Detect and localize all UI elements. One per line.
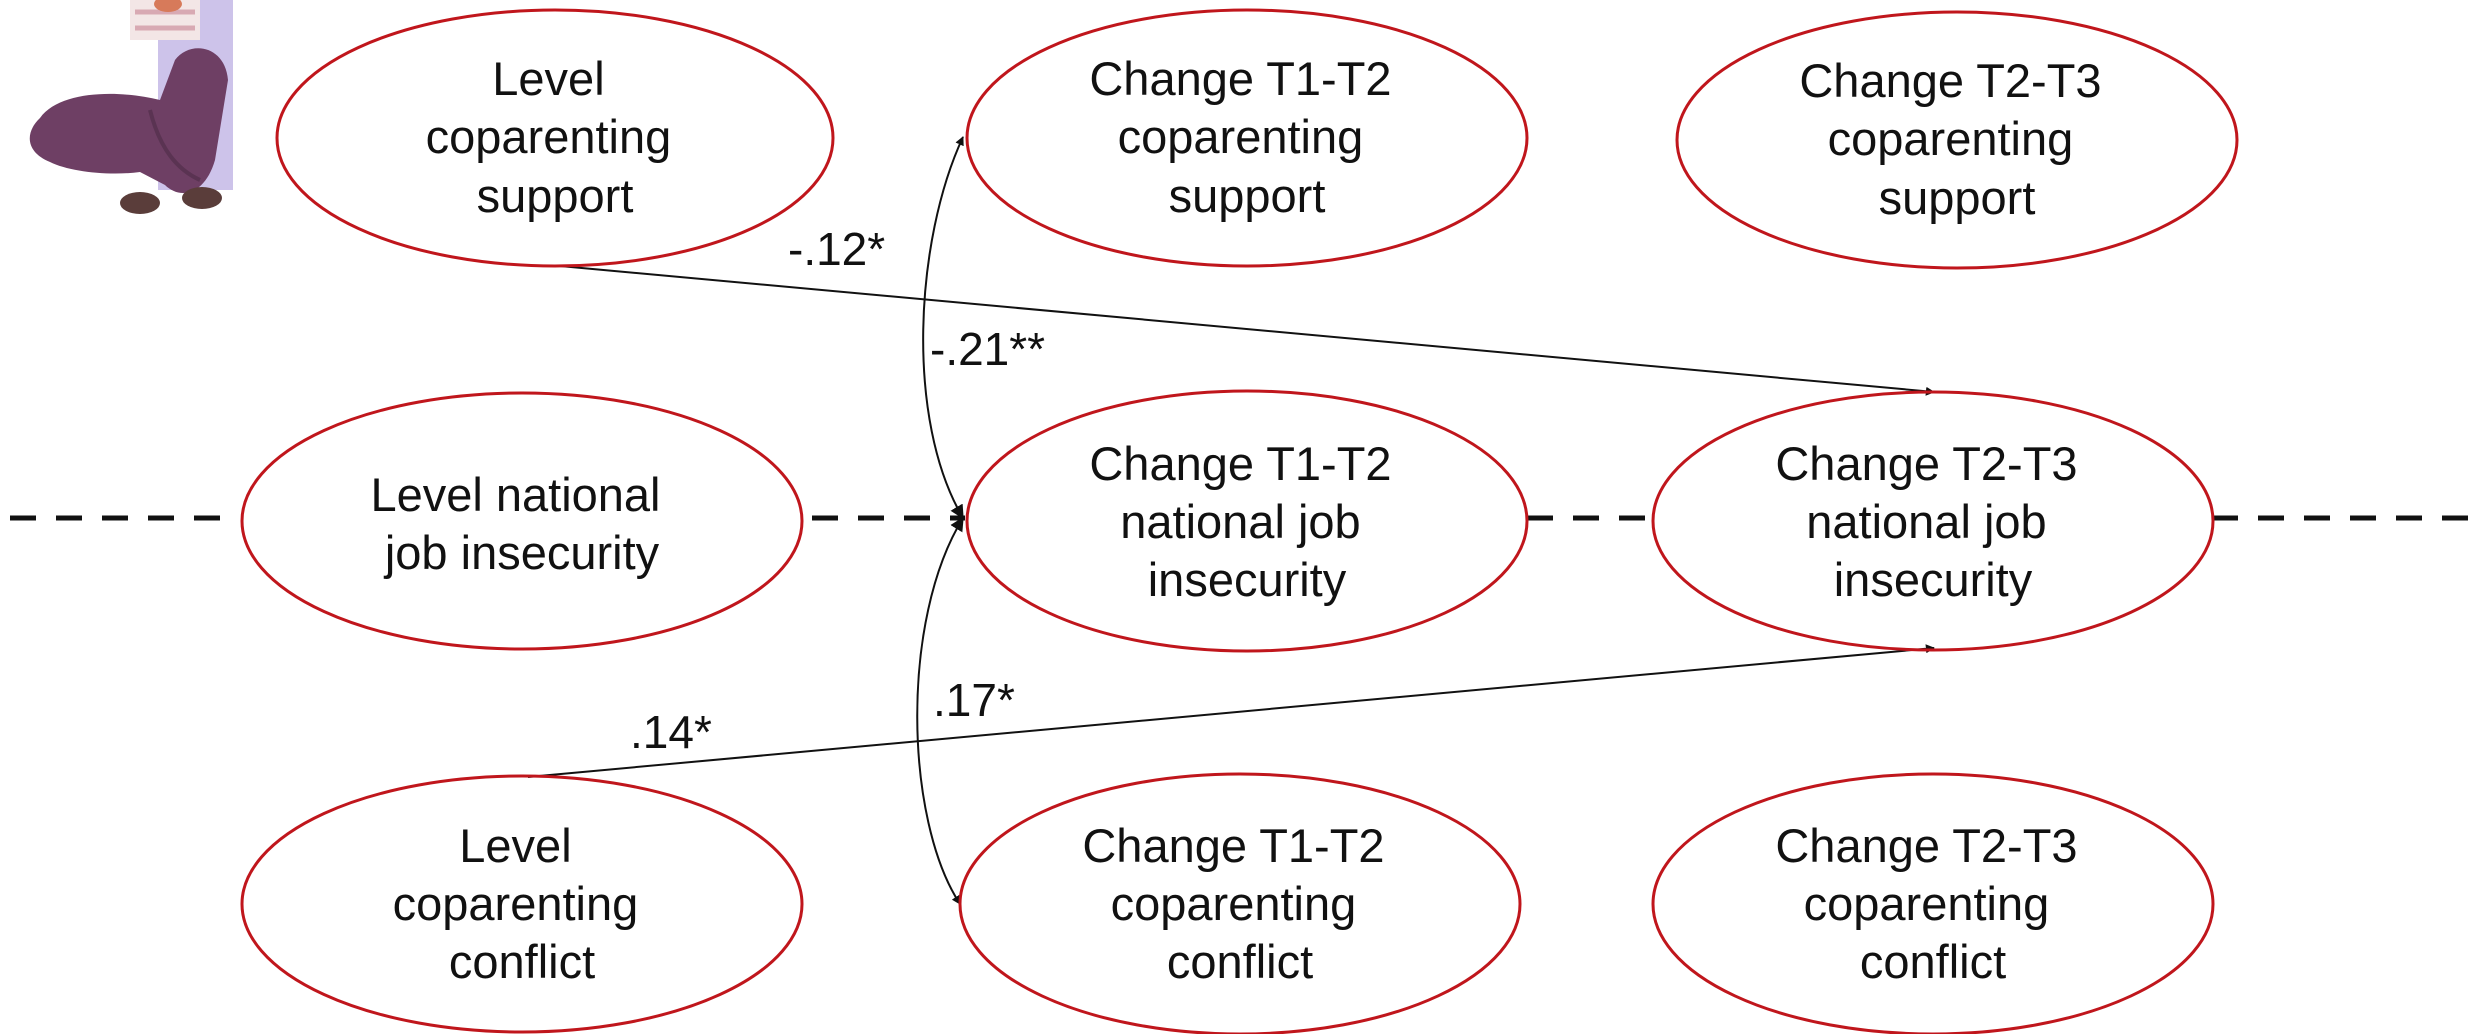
- label-line: Level: [459, 819, 571, 872]
- coef-conflict-to-change23-insecurity: .14*: [630, 706, 712, 758]
- label-line: Change T2-T3: [1775, 437, 2077, 490]
- node-change23-insecurity: [1651, 390, 2215, 652]
- label-line: coparenting: [1828, 112, 2074, 165]
- path-support-to-change23-insecurity: [559, 265, 1935, 396]
- label-line: national job: [1120, 495, 1360, 548]
- coef-cov-support-insecurity: -.21**: [930, 323, 1045, 375]
- label-line: conflict: [1167, 935, 1313, 988]
- label-line: Level: [492, 52, 604, 105]
- person-sitting-illustration: [29, 0, 233, 214]
- label-change23-conflict: Change T2-T3 coparenting conflict: [1775, 819, 2090, 988]
- label-change12-conflict: Change T1-T2 coparenting conflict: [1082, 819, 1397, 988]
- node-change12-insecurity: [965, 389, 1529, 653]
- label-line: conflict: [1860, 935, 2006, 988]
- label-line: Change T1-T2: [1082, 819, 1384, 872]
- label-line: Level national: [370, 468, 660, 521]
- label-line: insecurity: [1148, 553, 1347, 606]
- label-change23-insecurity: Change T2-T3 national job insecurity: [1775, 437, 2090, 606]
- node-change12-support: [965, 8, 1529, 268]
- covariance-change12-support-insecurity: [922, 136, 964, 520]
- label-line: Change T2-T3: [1775, 819, 2077, 872]
- label-line: coparenting: [1111, 877, 1357, 930]
- label-line: national job: [1806, 495, 2046, 548]
- node-level-insecurity: [240, 391, 804, 651]
- label-line: coparenting: [1804, 877, 2050, 930]
- label-change23-support: Change T2-T3 coparenting support: [1799, 54, 2114, 224]
- coef-support-to-change23-insecurity: -.12*: [788, 223, 885, 275]
- label-line: support: [1879, 171, 2036, 224]
- label-change12-support: Change T1-T2 coparenting support: [1089, 52, 1404, 222]
- node-level-support: [275, 8, 835, 268]
- label-line: support: [1169, 169, 1326, 222]
- node-change12-conflict: [958, 772, 1522, 1034]
- path-conflict-to-change23-insecurity: [527, 644, 1935, 778]
- node-level-conflict: [240, 774, 804, 1034]
- label-level-insecurity: Level national job insecurity: [370, 468, 673, 579]
- node-change23-conflict: [1651, 772, 2215, 1034]
- label-level-support: Level coparenting support: [426, 52, 685, 222]
- label-line: coparenting: [426, 110, 672, 163]
- label-line: insecurity: [1834, 553, 2033, 606]
- covariance-change12-insecurity-conflict: [916, 516, 964, 905]
- label-line: Change T2-T3: [1799, 54, 2101, 107]
- label-level-conflict: Level coparenting conflict: [393, 819, 652, 988]
- label-line: job insecurity: [383, 526, 660, 579]
- coef-cov-insecurity-conflict: .17*: [933, 674, 1015, 726]
- label-change12-insecurity: Change T1-T2 national job insecurity: [1089, 437, 1404, 606]
- label-line: conflict: [449, 935, 595, 988]
- label-line: coparenting: [393, 877, 639, 930]
- label-line: Change T1-T2: [1089, 52, 1391, 105]
- label-line: Change T1-T2: [1089, 437, 1391, 490]
- label-line: support: [477, 169, 634, 222]
- node-change23-support: [1675, 10, 2239, 270]
- label-line: coparenting: [1118, 110, 1364, 163]
